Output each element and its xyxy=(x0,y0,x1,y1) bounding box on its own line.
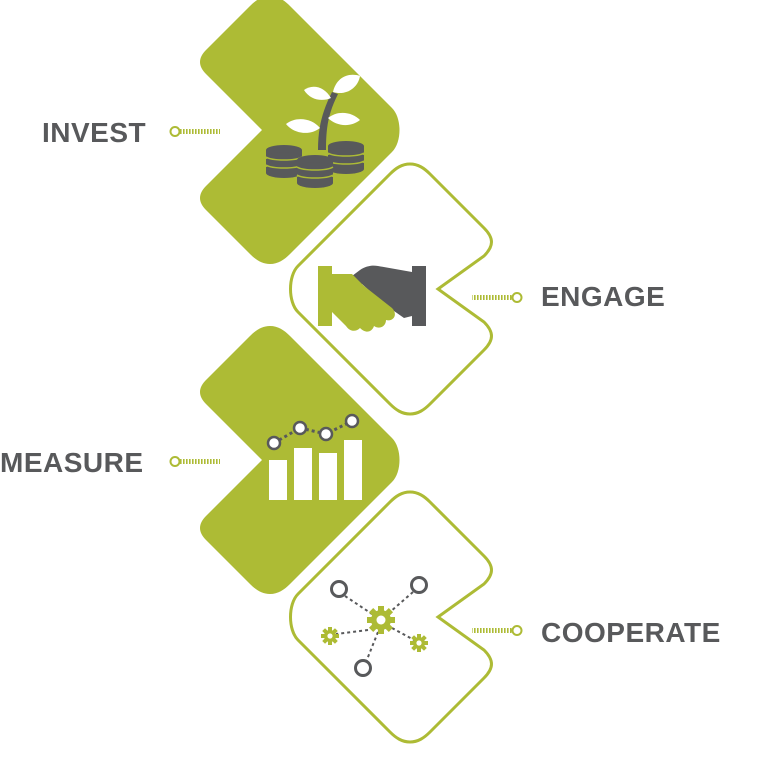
cooperate-label: COOPERATE xyxy=(541,617,721,648)
measure-label: MEASURE xyxy=(0,447,144,478)
engage-connector xyxy=(472,292,523,303)
engage-label: ENGAGE xyxy=(541,281,666,312)
measure-connector xyxy=(169,456,220,467)
invest-connector xyxy=(169,126,220,137)
bar-chart-icon xyxy=(266,413,362,500)
handshake-icon xyxy=(318,265,426,332)
invest-label: INVEST xyxy=(42,117,147,148)
cooperate-connector xyxy=(472,625,523,636)
plant-coins-icon xyxy=(265,74,365,188)
